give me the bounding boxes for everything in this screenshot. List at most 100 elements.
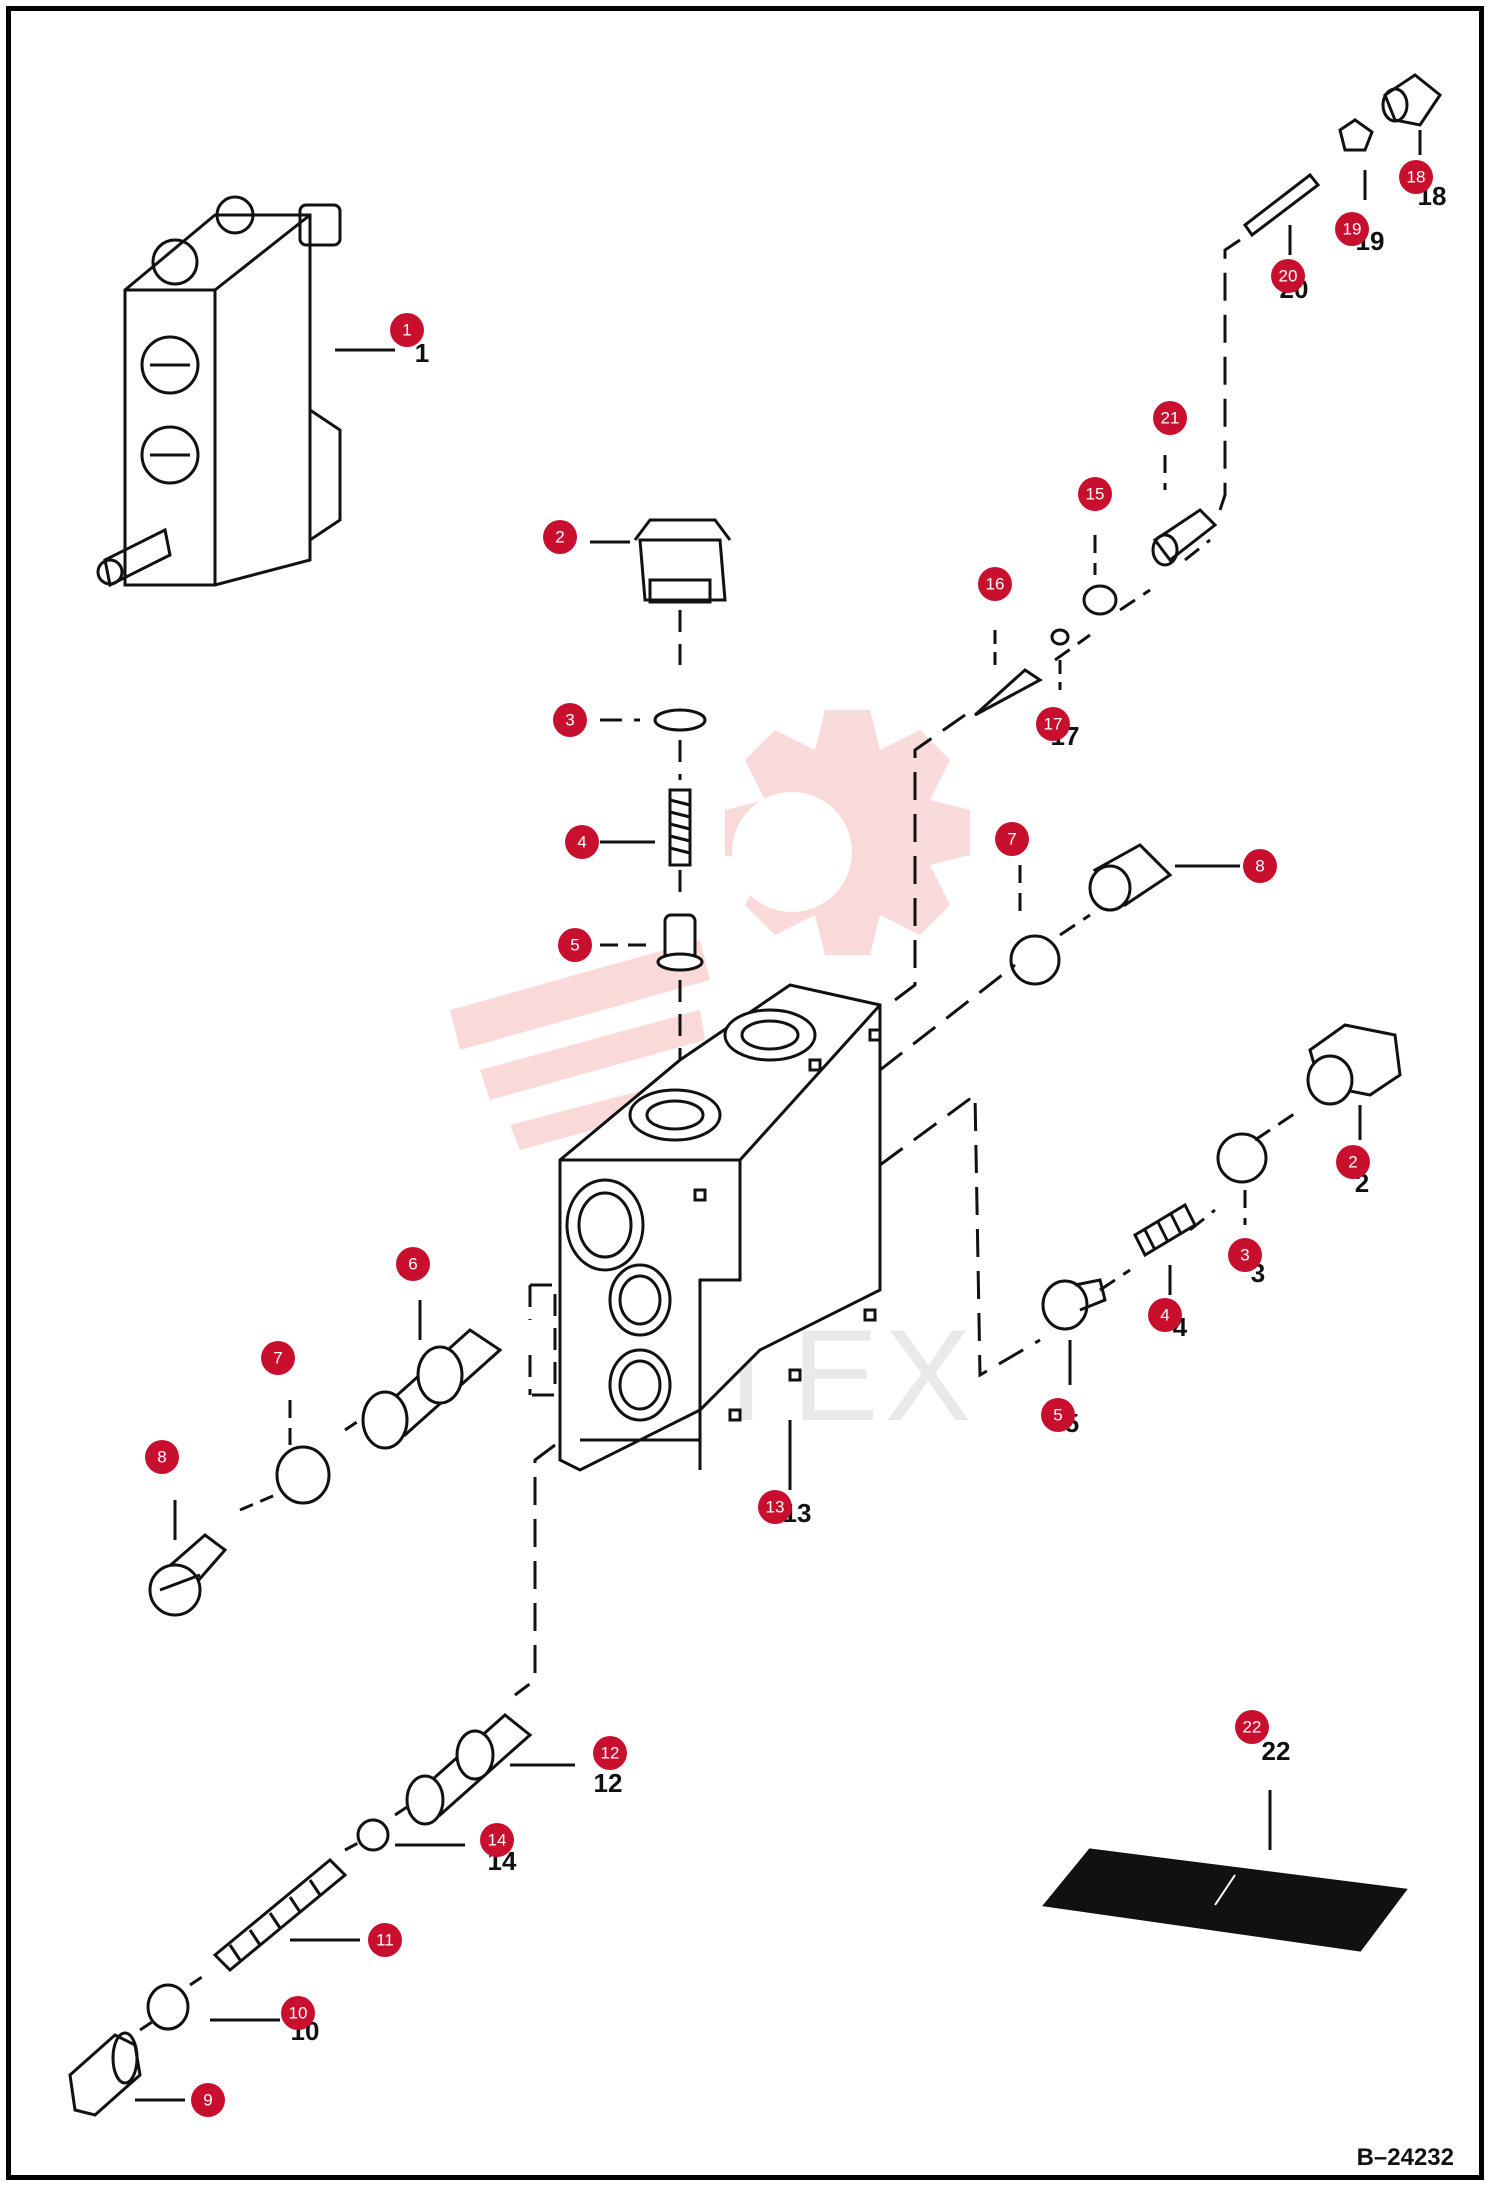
callout-badge-label: 21	[1161, 409, 1180, 428]
valve-body-part-13	[558, 983, 882, 1472]
callout-badge-circle	[543, 520, 577, 554]
plug-part-2-top	[633, 518, 732, 604]
callout-badge-20: 20	[1271, 259, 1305, 293]
callout-badge-19: 19	[1335, 212, 1369, 246]
label-part-22	[1042, 1848, 1408, 1952]
callout-badge-3b: 3	[1228, 1238, 1262, 1272]
plug-part-2-right	[1306, 1023, 1402, 1106]
spool-part-12	[405, 1713, 533, 1826]
callout-badge-label: 20	[1279, 267, 1298, 286]
callout-badge-label: 14	[488, 1831, 507, 1850]
poppet-part-5-top	[656, 913, 704, 972]
callout-badge-circle	[1228, 1238, 1262, 1272]
callout-badge-label: 16	[986, 575, 1005, 594]
o-ring-part-10	[146, 1983, 190, 2031]
callout-badge-circle	[1335, 212, 1369, 246]
cap-part-18	[1381, 73, 1443, 127]
callout-badge-4b: 4	[1148, 1298, 1182, 1332]
spring-part-4-right	[1133, 1202, 1197, 1258]
callout-badge-circle	[1235, 1710, 1269, 1744]
o-ring-part-7-right	[1009, 934, 1061, 986]
callout-badge-circle	[978, 567, 1012, 601]
spool-part-6	[361, 1328, 503, 1450]
callout-badge-label: 1	[402, 321, 411, 340]
callout-badge-7b: 7	[261, 1341, 295, 1375]
callout-badge-circle	[593, 1736, 627, 1770]
callout-badge-circle	[261, 1341, 295, 1375]
callout-badge-label: 8	[157, 1448, 166, 1467]
callout-badge-label: 11	[376, 1931, 394, 1950]
callout-badge-label: 4	[1160, 1306, 1169, 1325]
o-ring-part-3-top	[653, 708, 707, 732]
drawing-reference-code: B–24232	[1356, 2144, 1454, 2171]
nut-part-19	[1338, 118, 1374, 152]
callout-badge-label: 4	[577, 833, 586, 852]
callout-badge-circle	[281, 1996, 315, 2030]
callout-badge-16: 16	[978, 567, 1012, 601]
callout-badge-label: 12	[601, 1744, 620, 1763]
callout-badge-3a: 3	[553, 703, 587, 737]
callout-badge-2a: 2	[543, 520, 577, 554]
o-ring-part-14	[356, 1818, 390, 1852]
callout-badge-circle	[1148, 1298, 1182, 1332]
part-number-1: 1	[415, 338, 429, 368]
valve-assembly-part-1	[96, 195, 342, 588]
callout-badge-label: 9	[203, 2091, 212, 2110]
callout-badge-label: 6	[408, 1255, 417, 1274]
spring-part-4-top	[668, 788, 692, 867]
callout-badge-22: 22	[1235, 1710, 1269, 1744]
callout-badge-circle	[1078, 477, 1112, 511]
callout-badge-circle	[480, 1823, 514, 1857]
callout-badge-21: 21	[1153, 401, 1187, 435]
callout-badge-circle	[758, 1490, 792, 1524]
part-number-22: 22	[1262, 1736, 1291, 1766]
callout-badge-circle	[995, 822, 1029, 856]
poppet-part-5-right	[1041, 1278, 1107, 1331]
callout-badge-12: 12	[593, 1736, 627, 1770]
callout-badge-circle	[145, 1440, 179, 1474]
plug-part-8-right	[1088, 843, 1173, 912]
callout-badge-label: 13	[766, 1498, 785, 1517]
callout-badge-circle	[191, 2083, 225, 2117]
callout-badge-label: 10	[289, 2004, 308, 2023]
callout-badge-13: 13	[758, 1490, 792, 1524]
part-number-12: 12	[594, 1768, 623, 1798]
o-ring-part-7-left	[275, 1445, 331, 1505]
callout-badge-label: 17	[1044, 715, 1063, 734]
callout-badge-4a: 4	[565, 825, 599, 859]
callout-badge-8b: 8	[145, 1440, 179, 1474]
spring-part-11	[212, 1857, 348, 1973]
callout-badge-label: 3	[565, 711, 574, 730]
o-ring-part-15	[1082, 584, 1118, 616]
callout-badge-circle	[1041, 1398, 1075, 1432]
callout-badge-circle	[368, 1923, 402, 1957]
callout-badge-9: 9	[191, 2083, 225, 2117]
callout-badge-2b: 2	[1336, 1145, 1370, 1179]
callout-badge-circle	[1336, 1145, 1370, 1179]
callout-badge-label: 5	[1053, 1406, 1062, 1425]
callout-badge-17: 17	[1036, 707, 1070, 741]
callout-badge-circle	[1153, 401, 1187, 435]
callout-badge-5a: 5	[558, 928, 592, 962]
callout-badge-circle	[396, 1247, 430, 1281]
callout-badge-label: 7	[273, 1349, 282, 1368]
callout-badge-label: 18	[1407, 168, 1426, 187]
diagram-frame	[6, 6, 1484, 2180]
callout-badge-18: 18	[1399, 160, 1433, 194]
callout-badge-label: 15	[1086, 485, 1105, 504]
callout-badge-circle	[565, 825, 599, 859]
callout-badge-label: 19	[1343, 220, 1362, 239]
spring-part-20	[1242, 172, 1321, 238]
callout-badge-circle	[1399, 160, 1433, 194]
callout-badge-label: 7	[1007, 830, 1016, 849]
callout-badges: 1223344556778891011121314151617181920212…	[145, 160, 1433, 2117]
o-ring-part-3-right	[1216, 1132, 1268, 1184]
ball-part-17	[1050, 628, 1070, 646]
callout-badge-8a: 8	[1243, 849, 1277, 883]
callout-badge-label: 3	[1240, 1246, 1249, 1265]
plug-part-9	[68, 2031, 142, 2117]
watermark-gear-logo	[450, 710, 970, 1150]
callout-badge-circle	[390, 313, 424, 347]
callout-badge-10: 10	[281, 1996, 315, 2030]
